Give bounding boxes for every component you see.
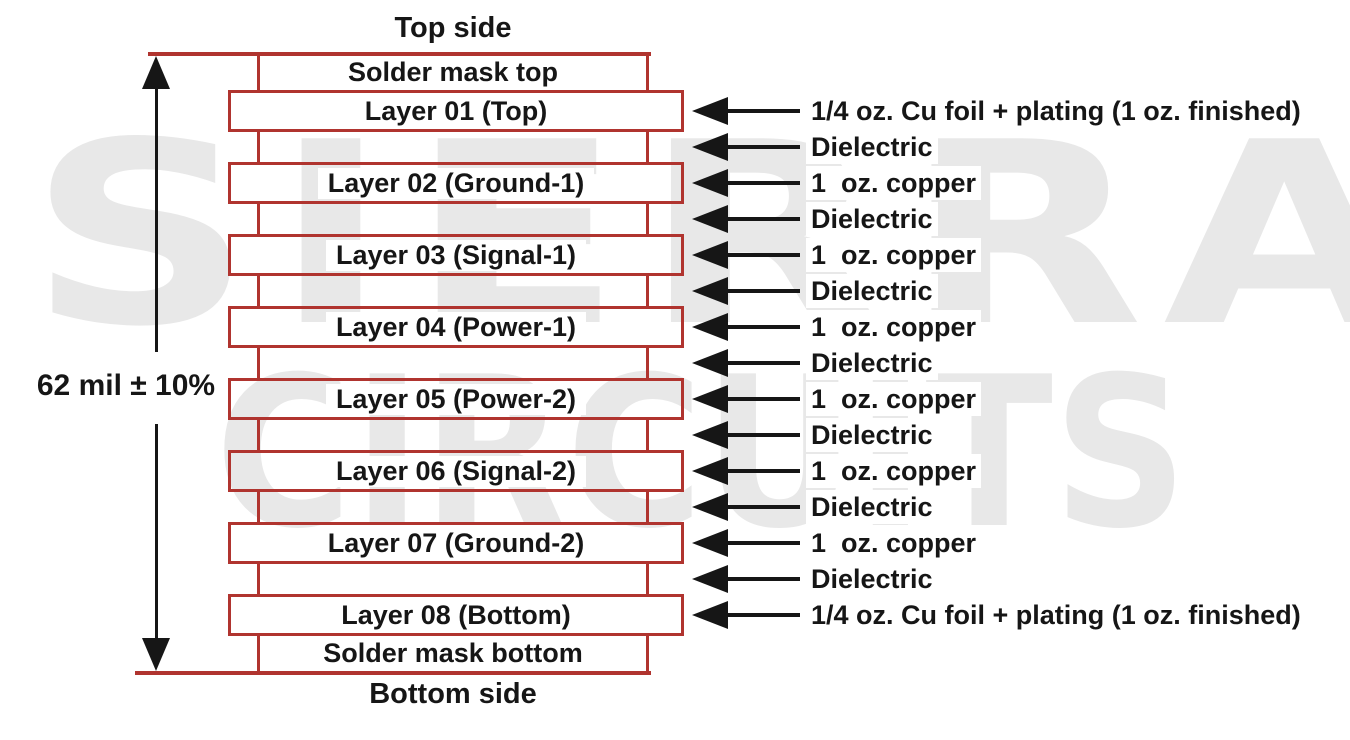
dielectric-1-box — [257, 129, 649, 165]
left-arrow-icon — [692, 313, 728, 341]
solder-mask-top-box: Solder mask top — [257, 52, 649, 93]
layer-07-label: Layer 07 (Ground-2) — [317, 527, 595, 559]
dielectric-2-annotation: Dielectric — [806, 202, 938, 236]
layer-01-box: Layer 01 (Top) — [228, 90, 684, 132]
layer-06-box: Layer 06 (Signal-2) — [228, 450, 684, 492]
dielectric-6-annotation: Dielectric — [806, 490, 938, 524]
solder-mask-bottom-box: Solder mask bottom — [257, 633, 649, 674]
left-arrow-icon — [692, 421, 728, 449]
arrow-line — [724, 469, 800, 473]
layer-08-label: Layer 08 (Bottom) — [331, 599, 581, 631]
layer-04-box: Layer 04 (Power-1) — [228, 306, 684, 348]
layer-05-label: Layer 05 (Power-2) — [325, 383, 587, 415]
layer-03-label: Layer 03 (Signal-1) — [325, 239, 587, 271]
dielectric-5-annotation: Dielectric — [806, 418, 938, 452]
layer-05-box: Layer 05 (Power-2) — [228, 378, 684, 420]
arrow-up-icon — [142, 56, 170, 89]
top-side-label: Top side — [394, 12, 512, 44]
arrow-line — [724, 577, 800, 581]
dielectric-3-annotation: Dielectric — [806, 274, 938, 308]
dielectric-7-box — [257, 561, 649, 597]
left-arrow-icon — [692, 205, 728, 233]
dielectric-1-annotation: Dielectric — [806, 130, 938, 164]
dielectric-5-box — [257, 417, 649, 453]
layer-03-box: Layer 03 (Signal-1) — [228, 234, 684, 276]
arrow-line — [724, 181, 800, 185]
dielectric-7-annotation: Dielectric — [806, 562, 938, 596]
arrow-line — [724, 253, 800, 257]
arrow-line — [724, 433, 800, 437]
watermark-sierra: SIERRA — [28, 89, 1350, 382]
solder-mask-top-label: Solder mask top — [337, 57, 569, 88]
left-arrow-icon — [692, 97, 728, 125]
layer-02-label: Layer 02 (Ground-1) — [317, 167, 595, 199]
dielectric-3-box — [257, 273, 649, 309]
dimension-line-lower — [155, 424, 158, 642]
layer-01-annotation: 1/4 oz. Cu foil + plating (1 oz. finishe… — [806, 94, 1306, 128]
left-arrow-icon — [692, 457, 728, 485]
left-arrow-icon — [692, 241, 728, 269]
arrow-line — [724, 289, 800, 293]
layer-02-annotation: 1 oz. copper — [806, 166, 982, 200]
arrow-line — [724, 325, 800, 329]
arrow-line — [724, 217, 800, 221]
solder-mask-bottom-label: Solder mask bottom — [313, 638, 593, 669]
left-arrow-icon — [692, 601, 728, 629]
left-arrow-icon — [692, 529, 728, 557]
layer-03-annotation: 1 oz. copper — [806, 238, 982, 272]
layer-07-box: Layer 07 (Ground-2) — [228, 522, 684, 564]
arrow-line — [724, 613, 800, 617]
layer-05-annotation: 1 oz. copper — [806, 382, 982, 416]
dielectric-6-box — [257, 489, 649, 525]
arrow-line — [724, 109, 800, 113]
layer-06-label: Layer 06 (Signal-2) — [325, 455, 587, 487]
left-arrow-icon — [692, 493, 728, 521]
bottom-boundary-line — [135, 671, 651, 675]
left-arrow-icon — [692, 349, 728, 377]
left-arrow-icon — [692, 277, 728, 305]
layer-07-annotation: 1 oz. copper — [806, 526, 982, 560]
bottom-side-label: Bottom side — [369, 678, 537, 710]
arrow-down-icon — [142, 638, 170, 671]
arrow-line — [724, 541, 800, 545]
thickness-label: 62 mil ± 10% — [28, 369, 224, 403]
layer-02-box: Layer 02 (Ground-1) — [228, 162, 684, 204]
layer-01-label: Layer 01 (Top) — [354, 95, 558, 127]
left-arrow-icon — [692, 133, 728, 161]
left-arrow-icon — [692, 565, 728, 593]
arrow-line — [724, 361, 800, 365]
dielectric-4-box — [257, 345, 649, 381]
layer-06-annotation: 1 oz. copper — [806, 454, 982, 488]
arrow-line — [724, 397, 800, 401]
layer-04-label: Layer 04 (Power-1) — [325, 311, 587, 343]
layer-04-annotation: 1 oz. copper — [806, 310, 982, 344]
top-boundary-line — [148, 52, 651, 56]
left-arrow-icon — [692, 385, 728, 413]
arrow-line — [724, 145, 800, 149]
arrow-line — [724, 505, 800, 509]
left-arrow-icon — [692, 169, 728, 197]
dimension-line-upper — [155, 85, 158, 352]
dielectric-4-annotation: Dielectric — [806, 346, 938, 380]
dielectric-2-box — [257, 201, 649, 237]
layer-08-box: Layer 08 (Bottom) — [228, 594, 684, 636]
layer-08-annotation: 1/4 oz. Cu foil + plating (1 oz. finishe… — [806, 598, 1306, 632]
